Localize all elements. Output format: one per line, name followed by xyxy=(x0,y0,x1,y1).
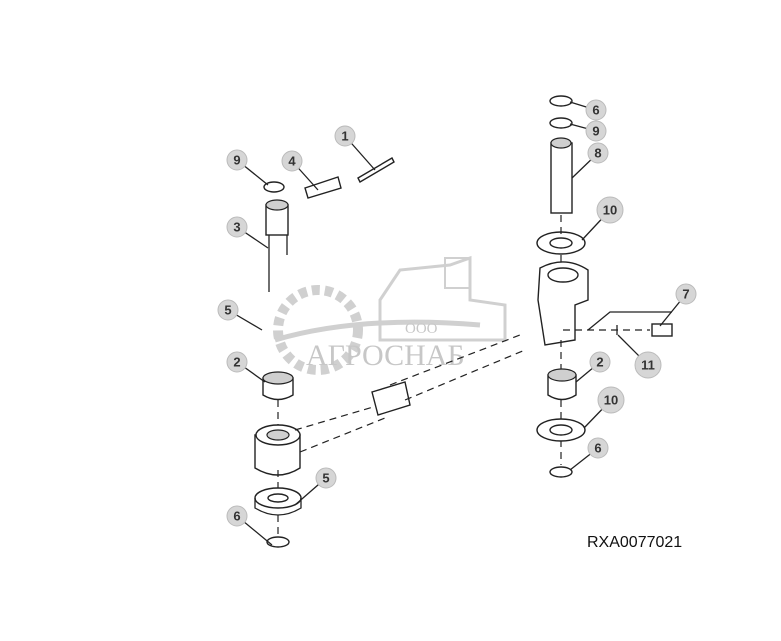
callout-bubble xyxy=(226,149,248,171)
callout-bubble xyxy=(585,99,607,121)
callout-3: 3 xyxy=(226,216,269,249)
callout-bubble xyxy=(589,351,611,373)
callout-number: 9 xyxy=(233,153,240,168)
callout-2: 2 xyxy=(226,351,266,383)
callout-bubble xyxy=(281,150,303,172)
svg-text:АГРОСНАБ: АГРОСНАБ xyxy=(306,339,465,372)
callout-bubble xyxy=(596,196,624,224)
callout-number: 8 xyxy=(594,146,601,161)
callout-number: 2 xyxy=(596,355,603,370)
right-assembly xyxy=(536,95,673,478)
callout-number: 5 xyxy=(224,303,231,318)
callout-10: 10 xyxy=(583,386,625,429)
callout-number: 6 xyxy=(592,103,599,118)
callout-8: 8 xyxy=(571,142,609,179)
callout-bubble xyxy=(315,467,337,489)
callout-number: 10 xyxy=(604,393,618,408)
callout-bubble xyxy=(217,299,239,321)
callout-5: 5 xyxy=(217,299,263,331)
callout-1: 1 xyxy=(334,125,376,171)
callout-bubble xyxy=(226,216,248,238)
callout-5: 5 xyxy=(294,467,337,506)
callout-6: 6 xyxy=(226,505,273,546)
svg-text:ООО: ООО xyxy=(405,321,438,337)
callout-7: 7 xyxy=(659,283,697,327)
callout-number: 6 xyxy=(594,441,601,456)
callout-number: 10 xyxy=(603,203,617,218)
callout-number: 9 xyxy=(592,124,599,139)
watermark-logo: ООО АГРОСНАБ xyxy=(273,255,507,375)
callout-number: 11 xyxy=(641,358,655,373)
callout-6: 6 xyxy=(569,437,609,471)
callout-bubble xyxy=(587,142,609,164)
callout-number: 1 xyxy=(341,129,348,144)
callout-number: 6 xyxy=(233,509,240,524)
callout-layer: 1 4 9 3 5 2 5 6 6 9 8 10 7 11 2 10 6 xyxy=(217,99,697,546)
callout-number: 2 xyxy=(233,355,240,370)
callout-bubble xyxy=(597,386,625,414)
callout-bubble xyxy=(587,437,609,459)
callout-6: 6 xyxy=(569,99,607,121)
callout-number: 5 xyxy=(322,471,329,486)
callout-bubble xyxy=(226,505,248,527)
diagram-code: RXA0077021 xyxy=(587,534,683,551)
callout-2: 2 xyxy=(575,351,611,383)
callout-bubble xyxy=(334,125,356,147)
callout-bubble xyxy=(634,351,662,379)
left-assembly xyxy=(254,157,526,548)
callout-bubble xyxy=(585,120,607,142)
callout-number: 4 xyxy=(288,154,296,169)
callout-11: 11 xyxy=(617,334,662,379)
callout-9: 9 xyxy=(569,120,607,142)
callout-number: 7 xyxy=(682,287,689,302)
callout-bubble xyxy=(226,351,248,373)
callout-9: 9 xyxy=(226,149,269,186)
callout-bubble xyxy=(675,283,697,305)
callout-4: 4 xyxy=(281,150,319,191)
callout-number: 3 xyxy=(233,220,240,235)
callout-10: 10 xyxy=(581,196,624,241)
